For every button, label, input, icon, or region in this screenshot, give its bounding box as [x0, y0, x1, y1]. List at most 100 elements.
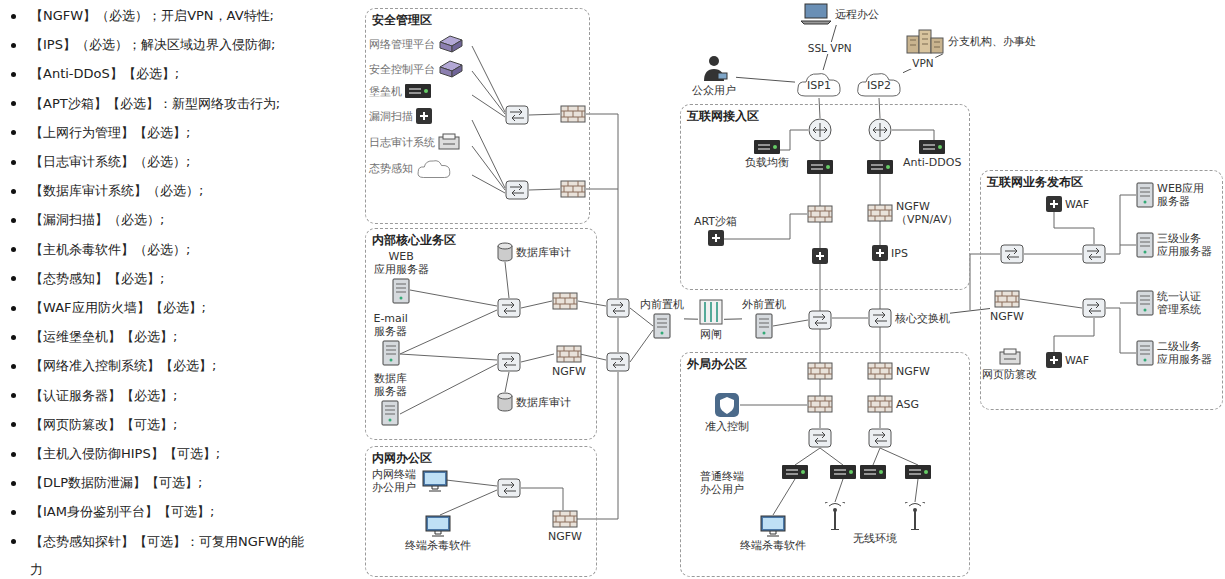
device-icon [905, 465, 931, 479]
device-icon-shape [708, 230, 724, 246]
switch-icon [869, 429, 891, 447]
switch-icon [506, 106, 528, 124]
device-icon-shape [418, 161, 450, 178]
device-icon [1136, 290, 1154, 316]
device-node: 核心交换机 [868, 308, 950, 328]
device-icon-shape [869, 309, 891, 327]
device-label: 远程办公 [835, 8, 879, 21]
device-icon [782, 465, 808, 479]
wire-lines [400, 46, 1136, 519]
connector-line [950, 309, 990, 314]
zone-heading: 互联网接入区 [687, 110, 759, 123]
bullet-dot [11, 247, 16, 252]
bullet-dot [11, 510, 16, 515]
device-icon [867, 395, 893, 413]
device-icon [994, 290, 1020, 308]
device-label: ASG [896, 398, 919, 411]
device-icon-shape [872, 245, 888, 261]
device-label: 漏洞扫描 [369, 110, 413, 123]
bullet-item: 【漏洞扫描】（必选）; [30, 206, 312, 234]
device-label: NGFW （VPN/AV） [896, 200, 966, 226]
device-label: 外前置机 [742, 298, 786, 311]
device-icon [438, 59, 464, 79]
bullet-item: 【上网行为管理】【必选】; [30, 119, 312, 147]
device-icon [1136, 182, 1154, 208]
device-label: 无线环境 [853, 532, 897, 545]
device-icon [405, 84, 431, 98]
device-node: Anti-DDOS [903, 140, 961, 169]
device-node: 堡垒机 [369, 84, 431, 98]
device-icon [820, 502, 930, 530]
switch-icon [498, 353, 520, 371]
device-icon-shape [715, 393, 739, 417]
zone-heading: 互联网业务发布区 [987, 176, 1083, 189]
device-node: IPS [872, 245, 908, 261]
device-icon [1136, 340, 1154, 366]
switch-icon [809, 311, 831, 329]
switch-icon [1083, 299, 1105, 317]
device-label: 分支机构、办事处 [948, 35, 1036, 48]
device-label: NGFW [896, 365, 930, 378]
device-icon-shape [1137, 291, 1153, 315]
bullet-dot [11, 160, 16, 165]
device-icon [1046, 352, 1062, 368]
device-node: 内网终端 办公用户 [372, 468, 448, 494]
device-node: 安全控制平台 [369, 59, 464, 79]
device-node: NGFW [990, 290, 1024, 323]
device-icon [438, 34, 464, 54]
device-icon [905, 28, 945, 54]
device-icon-shape [995, 291, 1019, 307]
device-node: 数据库审计 [497, 392, 571, 412]
device-icon [382, 340, 400, 366]
device-icon [416, 108, 432, 124]
device-icon-shape [440, 61, 462, 77]
device-label: 数据库审计 [516, 246, 571, 259]
device-node: 三级业务 应用服务器 [1136, 232, 1215, 258]
device-node: 态势感知 [369, 158, 452, 179]
device-node: 终端杀毒软件 [740, 515, 806, 552]
zone-heading: 内网办公区 [372, 452, 432, 465]
device-icon-shape [557, 346, 581, 362]
device-label: WAF [1065, 198, 1089, 211]
device-icon [497, 392, 513, 412]
zone-box: 外局办公区准入控制NGFWASG终端杀毒软件无线环境 [680, 352, 970, 577]
device-label: 统一认证 管理系统 [1157, 290, 1204, 316]
zone-box: 内网办公区内网终端 办公用户终端杀毒软件NGFW [365, 446, 597, 577]
device-label: 日志审计系统 [369, 136, 435, 149]
device-icon [552, 510, 578, 528]
device-icon [872, 245, 888, 261]
bullet-item: 【数据库审计系统】（必选）; [30, 177, 312, 205]
device-node: E-mail 服务器 [372, 312, 409, 366]
switch-icon [498, 479, 520, 497]
bullet-dot [11, 43, 16, 48]
device-node: 日志审计系统 [369, 133, 460, 151]
device-icon [754, 140, 780, 154]
device-label: WAF [1065, 354, 1089, 367]
device-icon-shape [1137, 183, 1153, 207]
device-label: 网页防篡改 [982, 368, 1037, 381]
bullet-item: 【日志审计系统】（必选）; [30, 148, 312, 176]
area-label: 普通终端 办公用户 [700, 470, 747, 496]
bullet-dot [11, 539, 16, 544]
bullet-item: 【认证服务器】【必选】; [30, 382, 312, 410]
device-icon [708, 230, 724, 246]
device-label: 三级业务 应用服务器 [1157, 232, 1215, 258]
device-label: IPS [891, 247, 908, 260]
device-icon [497, 242, 513, 262]
device-label: NGFW [552, 365, 586, 378]
device-icon [1136, 232, 1154, 258]
device-icon [438, 133, 460, 151]
switch-icon [607, 353, 629, 371]
device-icon-shape [868, 363, 892, 379]
switch-icon [809, 429, 831, 447]
device-icon-shape [907, 30, 943, 53]
zone-box: 互联网接入区负载均衡Anti-DDOSART沙箱NGFW （VPN/AV）IPS [680, 104, 970, 290]
device-icon [422, 470, 448, 492]
device-node: 公众用户 [692, 54, 736, 97]
router-icon [809, 119, 831, 141]
device-icon-shape [919, 140, 945, 154]
connector-line [724, 318, 742, 319]
device-icon-shape [761, 516, 785, 536]
device-icon-shape [423, 471, 447, 491]
